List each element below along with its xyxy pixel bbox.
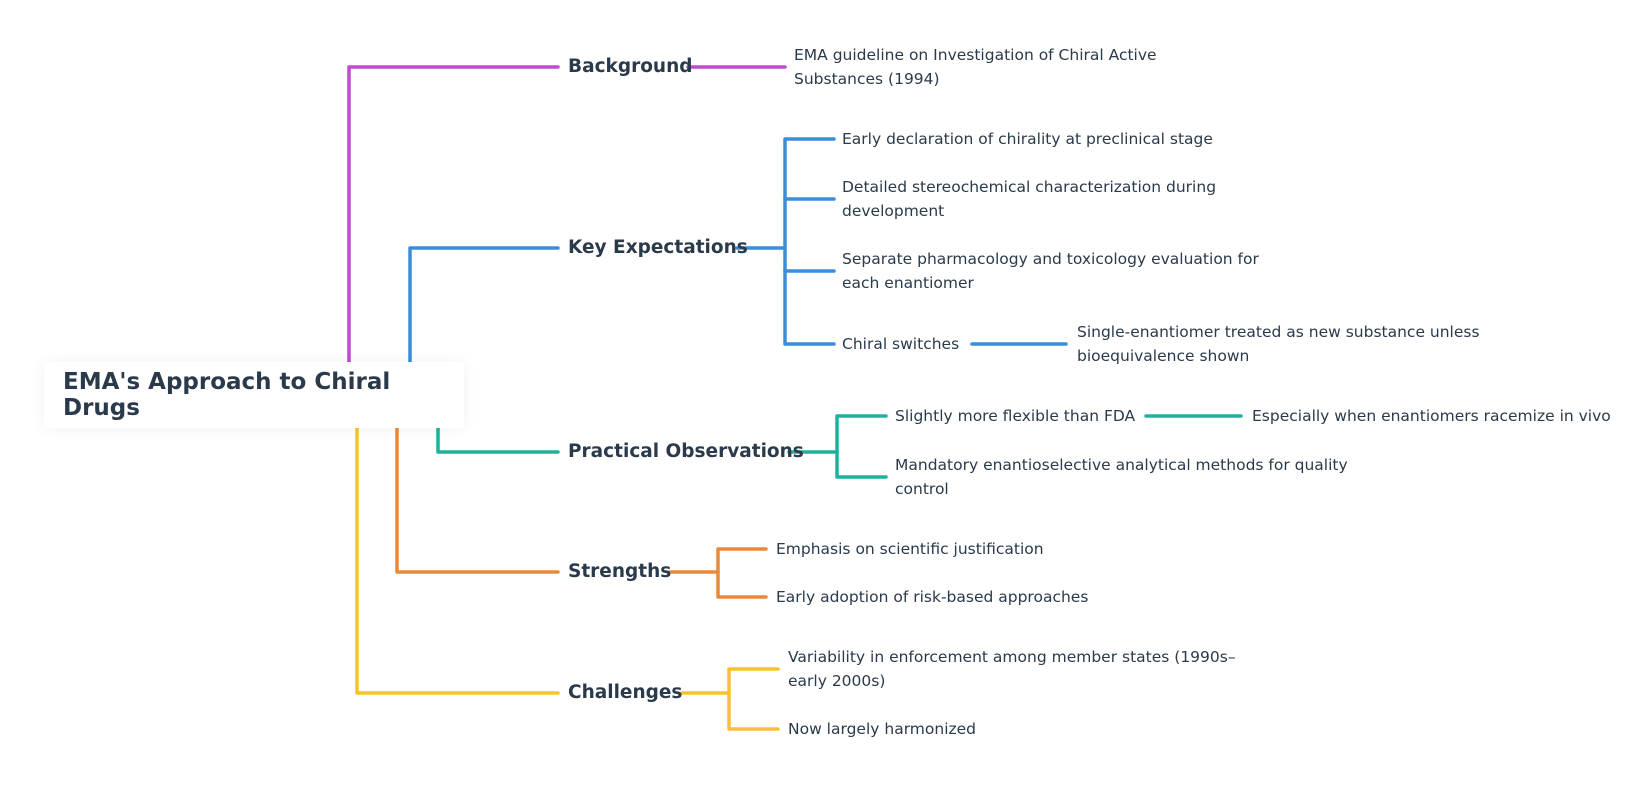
branch-challenges[interactable]: Challenges [568, 682, 683, 703]
root-topic[interactable]: EMA's Approach to Chiral Drugs [44, 362, 464, 428]
leaf-harmonized[interactable]: Now largely harmonized [788, 720, 977, 738]
branch-practical-observations[interactable]: Practical Observations [568, 441, 804, 462]
leaf-single-enantiomer[interactable]: Single-enantiomer treated as new substan… [1077, 323, 1480, 365]
leaf-separate-evaluation[interactable]: Separate pharmacology and toxicology eva… [842, 250, 1259, 292]
root-title: EMA's Approach to Chiral Drugs [63, 369, 391, 421]
leaf-early-declaration[interactable]: Early declaration of chirality at precli… [842, 130, 1213, 148]
branch-key-expectations[interactable]: Key Expectations [568, 237, 748, 258]
leaf-risk-based[interactable]: Early adoption of risk-based approaches [776, 588, 1089, 606]
leaf-scientific-justification[interactable]: Emphasis on scientific justification [776, 540, 1044, 558]
branch-strengths[interactable]: Strengths [568, 561, 672, 582]
leaf-more-flexible[interactable]: Slightly more flexible than FDA [895, 407, 1136, 425]
leaf-enantioselective-methods[interactable]: Mandatory enantioselective analytical me… [895, 456, 1348, 498]
leaf-background-guideline[interactable]: EMA guideline on Investigation of Chiral… [794, 46, 1157, 88]
leaf-enforcement-variability[interactable]: Variability in enforcement among member … [788, 648, 1236, 690]
leaf-chiral-switches[interactable]: Chiral switches [842, 335, 960, 353]
leaf-racemize-in-vivo[interactable]: Especially when enantiomers racemize in … [1252, 407, 1611, 425]
branch-background[interactable]: Background [568, 56, 693, 77]
leaf-stereochemical-characterization[interactable]: Detailed stereochemical characterization… [842, 178, 1217, 220]
